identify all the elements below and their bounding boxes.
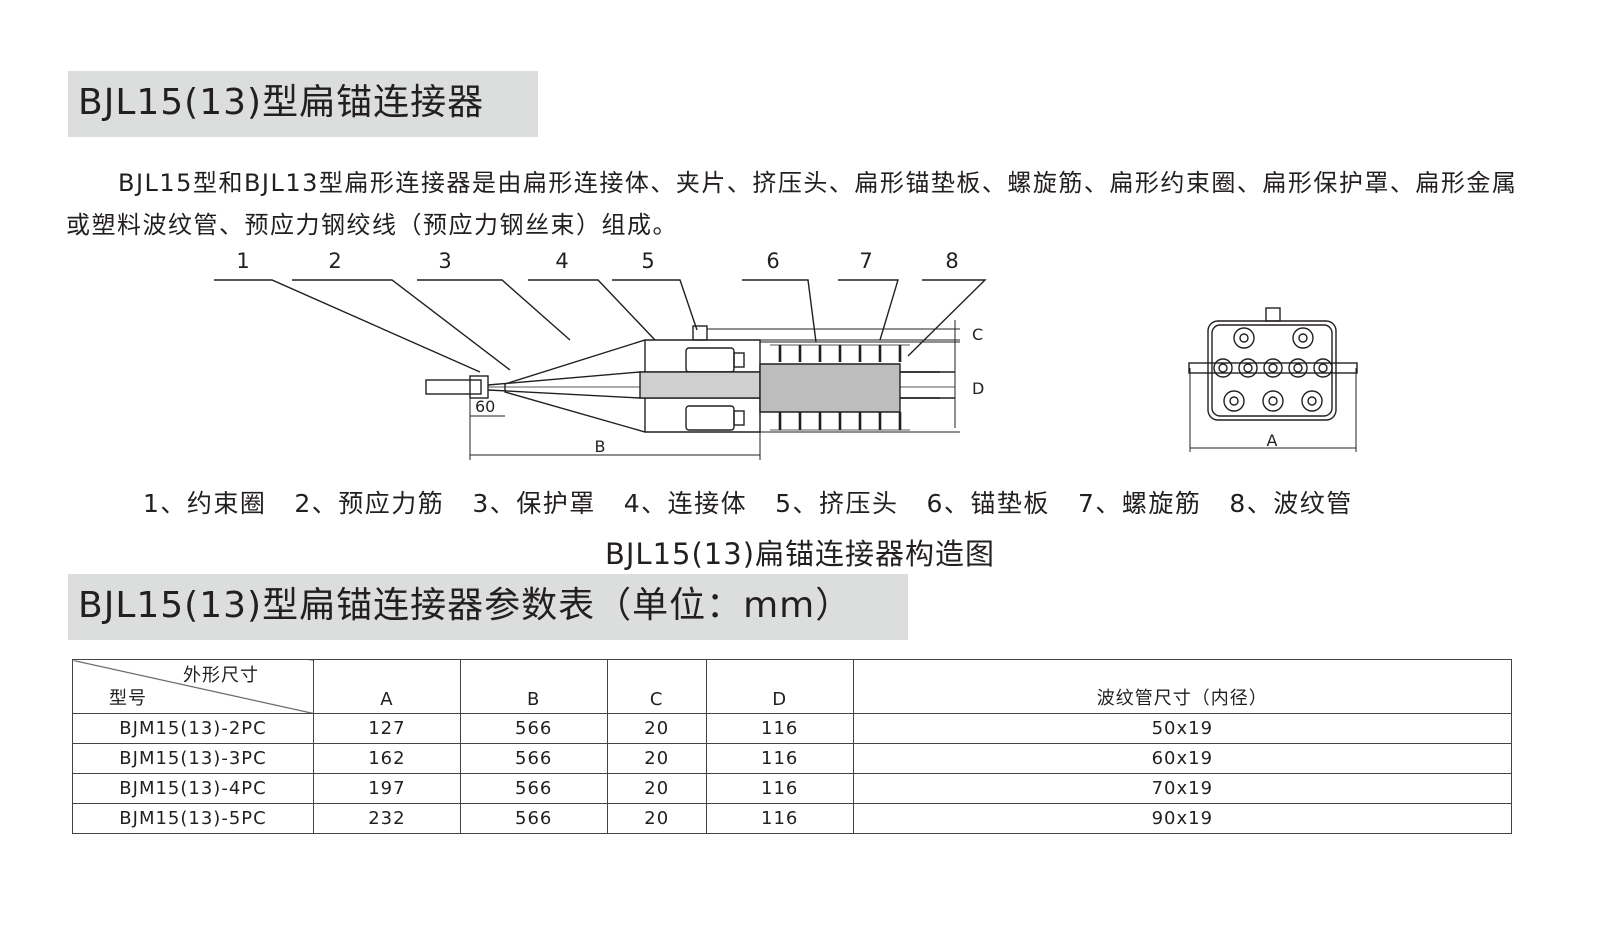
- table-cell: BJM15(13)-4PC: [72, 773, 314, 804]
- column-header: D: [705, 659, 854, 714]
- table-corner-cell: 外形尺寸 型号: [72, 659, 314, 714]
- column-header: A: [313, 659, 461, 714]
- intro-paragraph: BJL15型和BJL13型扁形连接器是由扁形连接体、夹片、挤压头、扁形锚垫板、螺…: [66, 169, 1518, 239]
- connector-structure-diagram: 1 2 3 4 5 6 7 8: [214, 249, 1358, 460]
- dim-b-label: B: [595, 437, 606, 456]
- table-cell: 232: [313, 803, 461, 834]
- corner-label-model: 型号: [109, 688, 147, 709]
- section-title-connector: BJL15(13)型扁锚连接器: [68, 71, 538, 137]
- table-header-row: 外形尺寸 型号 A B C D 波纹管尺寸（内径）: [72, 659, 1513, 714]
- table-row: BJM15(13)-5PC 232 566 20 116 90x19: [72, 803, 1513, 834]
- legend-item: 2、预应力筋: [294, 489, 445, 518]
- table-row: BJM15(13)-2PC 127 566 20 116 50x19: [72, 713, 1513, 744]
- legend-item: 6、锚垫板: [926, 489, 1050, 518]
- table-row: BJM15(13)-4PC 197 566 20 116 70x19: [72, 773, 1513, 804]
- table-cell: 20: [606, 773, 707, 804]
- table-cell: 90x19: [852, 803, 1513, 834]
- corner-label-dimensions: 外形尺寸: [183, 665, 259, 686]
- section-title-parameters: BJL15(13)型扁锚连接器参数表（单位：mm）: [68, 574, 908, 640]
- table-cell: BJM15(13)-2PC: [72, 713, 314, 744]
- callout-2: 2: [328, 249, 341, 273]
- column-header: C: [606, 659, 707, 714]
- table-cell: 116: [705, 743, 854, 774]
- legend-item: 3、保护罩: [472, 489, 596, 518]
- table-cell: 566: [459, 713, 608, 744]
- legend-item: 1、约束圈: [143, 489, 267, 518]
- component-legend: 1、约束圈 2、预应力筋 3、保护罩 4、连接体 5、挤压头 6、锚垫板 7、螺…: [143, 484, 1523, 520]
- table-cell: BJM15(13)-3PC: [72, 743, 314, 774]
- table-cell: 162: [313, 743, 461, 774]
- parameter-table: 外形尺寸 型号 A B C D 波纹管尺寸（内径） BJM15(13)-2PC …: [72, 659, 1513, 834]
- callout-3: 3: [438, 249, 451, 273]
- table-cell: 20: [606, 743, 707, 774]
- legend-item: 8、波纹管: [1229, 489, 1353, 518]
- table-cell: 20: [606, 803, 707, 834]
- callout-5: 5: [641, 249, 654, 273]
- table-cell: 127: [313, 713, 461, 744]
- dim-c-label: C: [972, 325, 983, 344]
- table-cell: 116: [705, 713, 854, 744]
- table-cell: 50x19: [852, 713, 1513, 744]
- callout-7: 7: [859, 249, 872, 273]
- table-cell: 116: [705, 803, 854, 834]
- table-cell: 116: [705, 773, 854, 804]
- diagram-caption: BJL15(13)扁锚连接器构造图: [604, 537, 996, 571]
- table-cell: 20: [606, 713, 707, 744]
- callout-4: 4: [555, 249, 568, 273]
- legend-item: 5、挤压头: [775, 489, 899, 518]
- table-cell: 566: [459, 803, 608, 834]
- table-cell: 566: [459, 743, 608, 774]
- callout-6: 6: [766, 249, 779, 273]
- table-cell: 70x19: [852, 773, 1513, 804]
- dim-60-label: 60: [475, 397, 495, 416]
- legend-item: 7、螺旋筋: [1077, 489, 1202, 518]
- table-cell: 566: [459, 773, 608, 804]
- table-cell: BJM15(13)-5PC: [72, 803, 314, 834]
- legend-item: 4、连接体: [623, 489, 748, 518]
- dim-a-label: A: [1267, 431, 1278, 450]
- callout-1: 1: [236, 249, 249, 273]
- table-cell: 60x19: [852, 743, 1513, 774]
- dim-d-label: D: [972, 379, 984, 398]
- column-header: B: [459, 659, 608, 714]
- table-row: BJM15(13)-3PC 162 566 20 116 60x19: [72, 743, 1513, 774]
- callout-8: 8: [945, 249, 958, 273]
- column-header: 波纹管尺寸（内径）: [852, 659, 1513, 714]
- table-cell: 197: [313, 773, 461, 804]
